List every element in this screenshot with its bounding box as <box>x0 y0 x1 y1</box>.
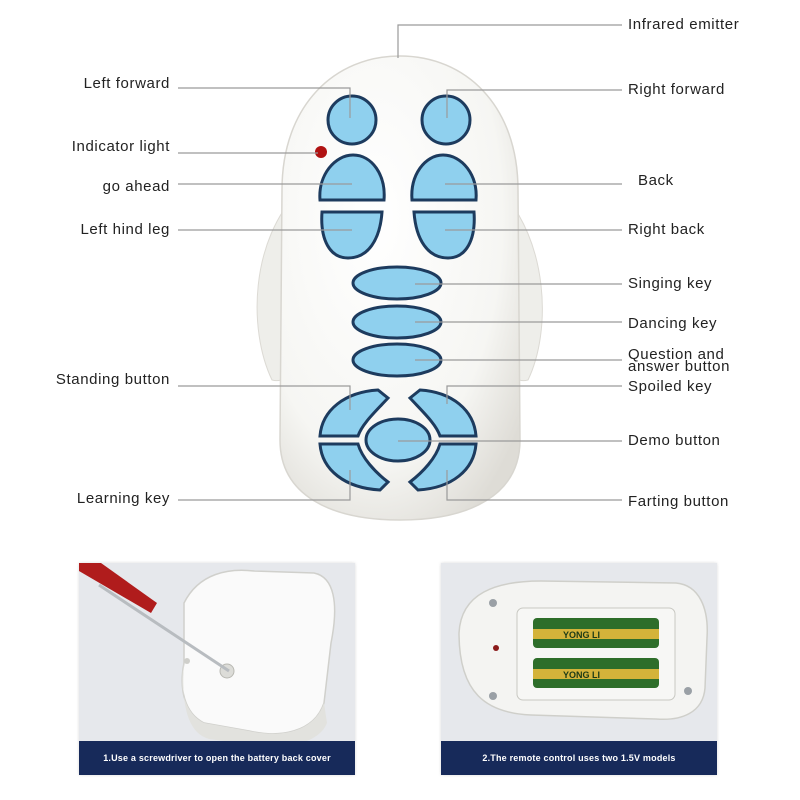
label-left-hind-leg: Left hind leg <box>80 221 170 238</box>
screw-icon-right <box>684 687 692 695</box>
battery-2-band <box>533 669 659 679</box>
label-learning-key: Learning key <box>76 490 170 507</box>
remote-back-shell <box>181 569 336 735</box>
photo-screwdriver: 1.Use a screwdriver to open the battery … <box>79 563 355 775</box>
farting-button[interactable] <box>407 442 478 492</box>
learning-key-button[interactable] <box>318 442 391 492</box>
remote-back-shadow <box>182 663 327 747</box>
label-demo-button: Demo button <box>628 432 721 449</box>
battery-illustration: YONG LI YONG LI <box>441 563 717 775</box>
left-hind-leg-button[interactable] <box>320 210 384 260</box>
label-question-line-1: Question and <box>628 346 725 363</box>
indicator-hole <box>493 645 499 651</box>
caption-2: 2.The remote control uses two 1.5V model… <box>441 741 717 775</box>
demo-button[interactable] <box>364 417 432 463</box>
right-back-button[interactable] <box>412 210 476 260</box>
label-singing-key: Singing key <box>628 275 713 292</box>
screwdriver-handle <box>79 563 157 613</box>
go-ahead-button[interactable] <box>318 153 386 202</box>
label-indicator-light: Indicator light <box>71 138 170 155</box>
label-back: Back <box>638 172 674 189</box>
label-standing-button: Standing button <box>55 371 170 388</box>
right-forward-button[interactable] <box>420 94 472 146</box>
label-question-answer: Question and answer button <box>628 346 731 375</box>
label-dancing-key: Dancing key <box>628 315 718 332</box>
screw-icon-left <box>489 692 497 700</box>
battery-2-brand: YONG LI <box>563 670 600 680</box>
singing-key-button[interactable] <box>351 265 443 301</box>
label-go-ahead: go ahead <box>102 178 170 195</box>
battery-1-band <box>533 629 659 639</box>
label-right-back: Right back <box>628 221 705 238</box>
left-forward-button[interactable] <box>326 94 378 146</box>
label-right-forward: Right forward <box>628 81 726 98</box>
remote-diagram: Infrared emitter Left forward Right forw… <box>55 16 740 521</box>
indicator-light <box>315 146 327 158</box>
label-infrared-emitter: Infrared emitter <box>628 16 740 33</box>
screwdriver-illustration <box>79 563 355 775</box>
side-hole-icon <box>184 658 190 664</box>
screwdriver-shaft <box>98 583 230 673</box>
label-farting-button: Farting button <box>628 493 729 510</box>
spoiled-key-button[interactable] <box>407 388 478 438</box>
battery-1-brand: YONG LI <box>563 630 600 640</box>
label-question-line-2: answer button <box>628 358 731 375</box>
label-left-forward: Left forward <box>83 75 170 92</box>
back-button[interactable] <box>410 153 478 202</box>
screw-icon-top <box>489 599 497 607</box>
leader-lines <box>178 24 622 501</box>
photo-batteries: YONG LI YONG LI 2.The remote control use… <box>441 563 717 775</box>
label-spoiled-key: Spoiled key <box>628 378 713 395</box>
caption-1: 1.Use a screwdriver to open the battery … <box>79 741 355 775</box>
standing-button[interactable] <box>318 388 391 438</box>
remote-illustration <box>178 24 622 521</box>
